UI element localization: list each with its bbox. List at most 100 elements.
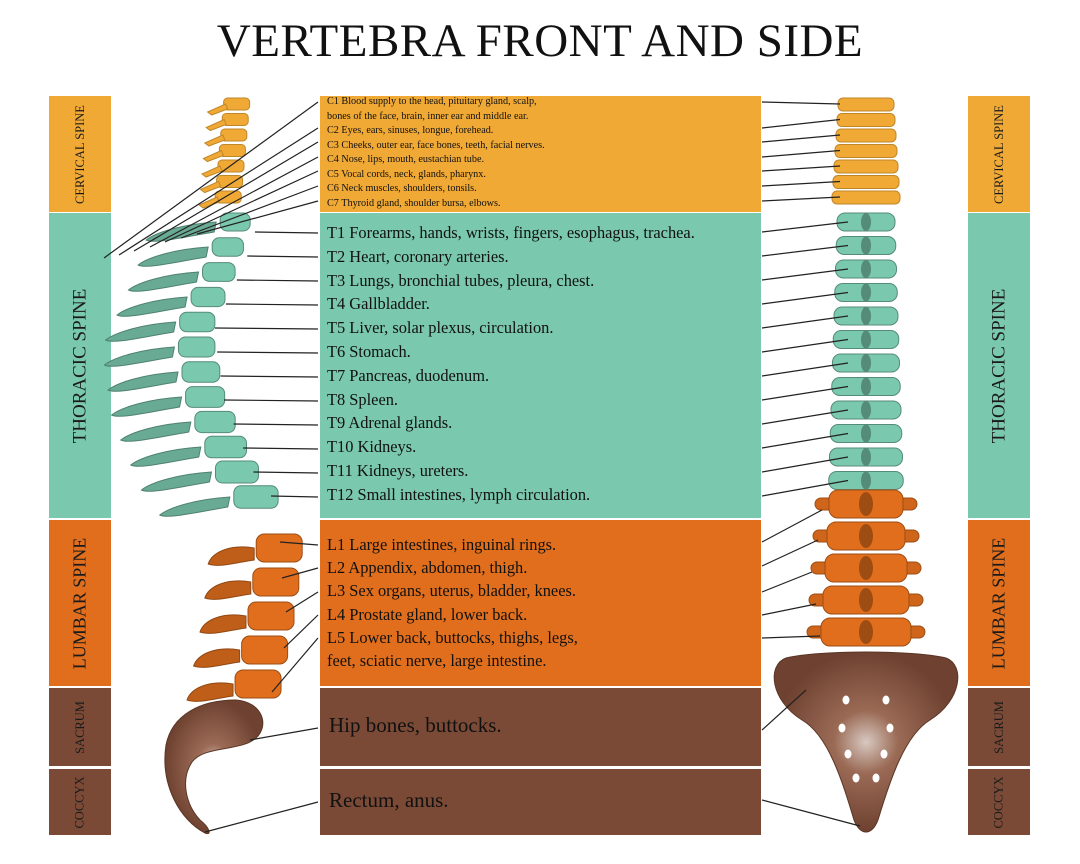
leader-line (761, 539, 819, 567)
leader-line (761, 509, 823, 543)
cervical-process-side (205, 118, 227, 132)
leader-line (196, 200, 319, 235)
right-band-thoracic: THORACIC SPINE (968, 213, 1030, 518)
diagram-title: VERTEBRA FRONT AND SIDE (216, 15, 864, 67)
cervical-line: C6 Neck muscles, shoulders, tonsils. (327, 183, 477, 194)
leader-line (220, 375, 319, 378)
lumbar-line: L3 Sex organs, uterus, bladder, knees. (327, 581, 576, 600)
leader-line (217, 351, 319, 354)
thoracic-spinous-process (137, 246, 209, 267)
leader-line (761, 118, 841, 129)
leader-line (761, 338, 849, 353)
cervical-line: C4 Nose, lips, mouth, eustachian tube. (327, 154, 485, 165)
thoracic-line: T5 Liver, solar plexus, circulation. (327, 318, 554, 337)
thoracic-spinous-front (861, 377, 871, 396)
thoracic-spinous-front (861, 283, 871, 302)
cervical-vertebra-front (834, 144, 898, 158)
cervical-vertebra-front (835, 128, 897, 143)
leader-line (164, 170, 319, 243)
thoracic-vertebra-side (204, 435, 248, 459)
leader-line (761, 221, 849, 233)
cervical-line: C7 Thyroid gland, shoulder bursa, elbows… (327, 197, 501, 209)
thoracic-spinous-front (861, 260, 871, 278)
sacral-foramen (872, 773, 880, 783)
cervical-vertebra-front (831, 190, 901, 205)
leader-line (180, 185, 319, 239)
leader-line (281, 567, 319, 579)
leader-line (254, 231, 319, 234)
thoracic-line: T4 Gallbladder. (327, 294, 430, 313)
leader-line (243, 447, 319, 450)
leader-line (233, 423, 319, 426)
leader-line (761, 101, 841, 105)
thoracic-vertebra-side (233, 485, 279, 509)
leader-line (283, 614, 319, 649)
sacral-foramen (838, 723, 846, 733)
lumbar-spinous-process (192, 648, 241, 668)
leader-line (761, 315, 849, 329)
thoracic-spinous-process (116, 296, 188, 317)
thoracic-line: T10 Kidneys. (327, 437, 417, 456)
leader-line (761, 409, 849, 425)
thoracic-spinous-front (861, 354, 871, 372)
cervical-vertebra-side (220, 128, 248, 142)
thoracic-spinous-front (861, 448, 871, 466)
lumbar-vertebra-side (241, 635, 289, 665)
thoracic-spinous-process (140, 471, 213, 492)
leader-line (761, 268, 849, 281)
leader-line (214, 327, 319, 330)
leader-line (236, 279, 319, 282)
thoracic-line: T1 Forearms, hands, wrists, fingers, eso… (327, 223, 695, 242)
leader-line (149, 156, 319, 248)
lumbar-panel: L1 Large intestines, inguinal rings. L2 … (320, 520, 761, 686)
lumbar-line: L4 Prostate gland, lower back. (327, 605, 528, 624)
cervical-line: C3 Cheeks, outer ear, face bones, teeth,… (327, 139, 545, 151)
leader-line (761, 603, 817, 616)
thoracic-spinous-process (107, 371, 179, 392)
right-band-lumbar: LUMBAR SPINE (968, 520, 1030, 686)
thoracic-spinous-front (861, 213, 871, 231)
thoracic-line: T11 Kidneys, ureters. (327, 461, 469, 480)
cervical-process-side (206, 103, 229, 116)
leader-line (761, 362, 849, 377)
leader-line (279, 541, 319, 546)
thoracic-vertebra-side (177, 336, 216, 358)
leader-line (761, 799, 861, 827)
thoracic-spinous-process (110, 396, 183, 417)
leader-line (271, 495, 319, 498)
thoracic-spinous-front (861, 424, 871, 443)
left-band-thoracic: THORACIC SPINE (49, 213, 111, 518)
thoracic-line: T6 Stomach. (327, 342, 411, 361)
leader-line (761, 134, 841, 143)
left-band-lumbar: LUMBAR SPINE (49, 520, 111, 686)
thoracic-line: T7 Pancreas, duodenum. (327, 366, 490, 385)
leader-line (247, 255, 319, 258)
leader-line (761, 432, 849, 449)
leader-line (761, 196, 841, 202)
sacral-foramen (852, 773, 860, 783)
coccyx-text: Rectum, anus. (329, 788, 449, 812)
leader-line (761, 689, 807, 731)
lumbar-spinous-front (859, 492, 873, 516)
cervical-process-side (203, 134, 226, 147)
cervical-process-side (199, 180, 222, 194)
right-band-cervical: CERVICAL SPINE (968, 96, 1030, 212)
left-band-coccyx: COCCYX (49, 769, 111, 835)
sacral-foramen (882, 695, 890, 705)
sacrum-front (773, 651, 959, 833)
thoracic-spinous-process (104, 321, 177, 342)
lumbar-spinous-process (204, 580, 252, 600)
lumbar-spinous-front (859, 588, 873, 612)
sacral-foramen (880, 749, 888, 759)
cervical-line: C1 Blood supply to the head, pituitary g… (327, 96, 537, 107)
thoracic-line: T9 Adrenal glands. (327, 413, 453, 432)
cervical-line: C2 Eyes, ears, sinuses, longue, forehead… (327, 125, 494, 136)
thoracic-vertebra-side (219, 212, 251, 232)
cervical-panel: C1 Blood supply to the head, pituitary g… (320, 96, 761, 212)
side-view-spine (103, 97, 303, 835)
right-band-coccyx: COCCYX (968, 769, 1030, 835)
sacrum-text: Hip bones, buttocks. (329, 713, 502, 737)
leader-line (103, 101, 319, 259)
cervical-process-side (201, 165, 223, 178)
